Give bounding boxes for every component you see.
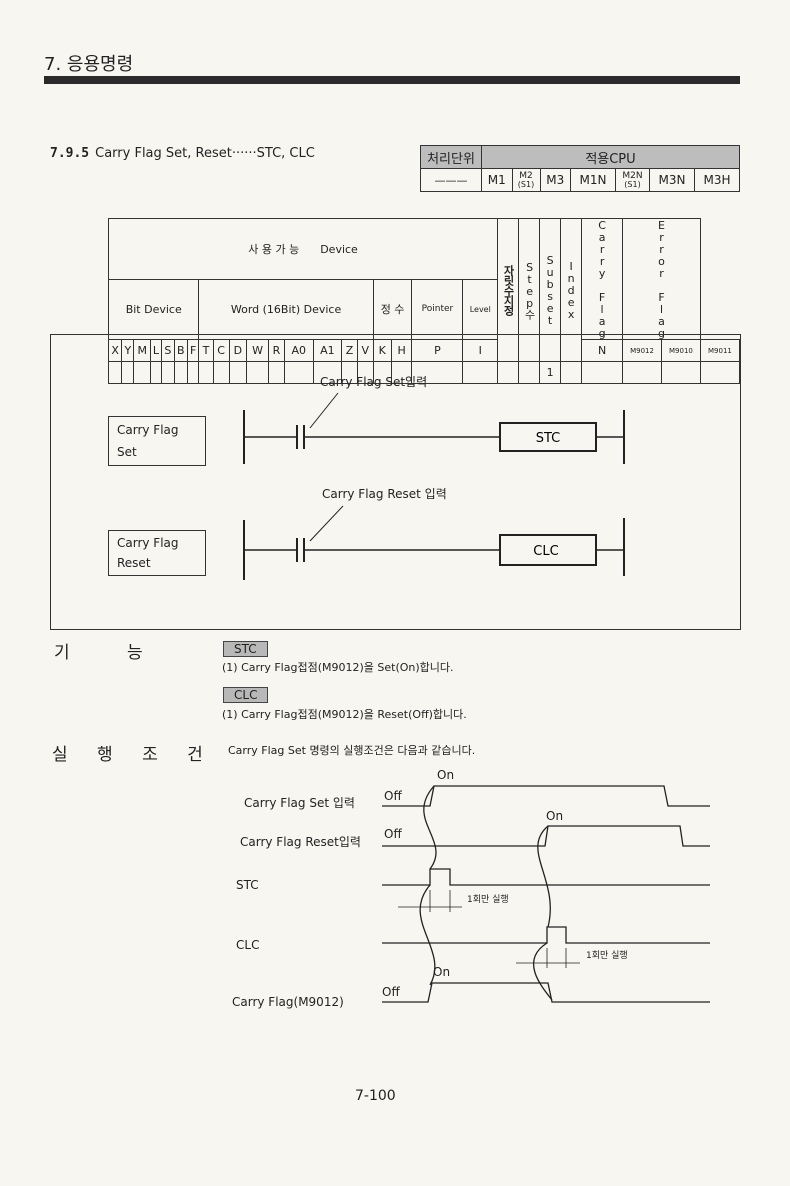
- cpu-name: M2N: [622, 170, 643, 181]
- section-name: Carry Flag Set, Reset······STC, CLC: [95, 146, 315, 161]
- device-usage-cell: [267, 361, 285, 384]
- set-label-line1: Carry Flag: [117, 423, 179, 437]
- cpu-sub: (S1): [624, 179, 641, 189]
- cpu-sub: (S1): [517, 179, 535, 189]
- device-letter: S: [161, 339, 175, 362]
- carry-flag-header: Carry Flag: [581, 218, 624, 340]
- signal-stc-label: STC: [236, 878, 259, 892]
- reset-to-clc-curve: [537, 825, 551, 928]
- reset-label-line1: Carry Flag: [117, 536, 179, 550]
- carry-flag-waveform: [382, 982, 710, 1003]
- device-letter: M: [133, 339, 151, 362]
- device-usage-cell: [107, 361, 123, 384]
- stc-tag: STC: [223, 641, 268, 657]
- timing-chart: Carry Flag Set 입력 Carry Flag Reset입력 STC…: [232, 768, 710, 1009]
- device-usage-cell: [699, 361, 741, 384]
- set-label-box: Carry Flag Set: [108, 416, 206, 466]
- device-usage-cell: [186, 361, 200, 384]
- cpu-cell: M3: [539, 168, 572, 192]
- set-input-label: Carry Flag Set입력: [320, 375, 427, 389]
- cpu-cell: M3N: [649, 168, 695, 192]
- reset-input-waveform: [382, 825, 710, 847]
- clc-to-carry-curve: [532, 942, 553, 1001]
- condition-heading: 실 행 조 건: [52, 745, 215, 765]
- device-usage-cell: [581, 361, 624, 384]
- set-off-label: Off: [384, 789, 402, 803]
- stc-once-label: 1회만 실행: [467, 893, 509, 905]
- level-header: Level: [462, 278, 499, 340]
- ladder-diagram: Carry Flag Set입력 STC Carry Flag Reset 입력…: [243, 375, 625, 580]
- section-title: 7.9.5 Carry Flag Set, Reset······STC, CLC: [50, 146, 315, 161]
- clc-description: (1) Carry Flag접점(M9012)을 Reset(Off)합니다.: [222, 708, 467, 721]
- set-input-waveform: [382, 785, 710, 807]
- signal-set-label: Carry Flag Set 입력: [244, 796, 355, 810]
- device-label: Device: [320, 242, 358, 256]
- signal-carry-label: Carry Flag(M9012): [232, 995, 344, 1009]
- device-usage-cell: [411, 361, 464, 384]
- digit-spec-header: 자릿수지정: [497, 218, 520, 362]
- carry-on-label: On: [433, 965, 450, 979]
- device-usage-cell: [228, 361, 248, 384]
- device-usage-cell: [372, 361, 392, 384]
- unit-value: ———: [420, 168, 482, 192]
- device-usage-cell: [198, 361, 214, 384]
- stc-to-carry-curve: [419, 884, 436, 986]
- bit-device-header: Bit Device: [107, 278, 200, 340]
- reset-input-arrow: [309, 505, 344, 542]
- usable-device-header: 사 용 가 능 Device: [107, 218, 499, 280]
- reset-input-label: Carry Flag Reset 입력: [322, 487, 447, 501]
- error-flag-header: Error Flag: [622, 218, 701, 340]
- set-on-label: On: [437, 768, 454, 782]
- usable-label: 사 용 가 능: [248, 242, 300, 256]
- cpu-cell: M2(S1): [511, 168, 541, 192]
- signal-clc-label: CLC: [236, 938, 259, 952]
- ladder-frame: [50, 334, 741, 630]
- cpu-name: M2: [519, 170, 533, 181]
- header-rule: [44, 76, 740, 84]
- pointer-header: Pointer: [411, 278, 464, 340]
- reset-on-label: On: [546, 809, 563, 823]
- clc-once-label: 1회만 실행: [586, 949, 628, 961]
- page-number: 7-100: [355, 1088, 396, 1104]
- section-number: 7.9.5: [50, 146, 90, 161]
- stc-waveform: [382, 868, 710, 886]
- device-usage-cell: [133, 361, 151, 384]
- chapter-title: 7. 응용명령: [44, 54, 134, 75]
- device-usage-cell: [312, 361, 343, 384]
- clc-tag: CLC: [223, 687, 269, 703]
- reset-label-line2: Reset: [117, 556, 151, 570]
- clc-waveform: [382, 926, 710, 944]
- unit-header: 처리단위: [420, 145, 482, 169]
- set-label-line2: Set: [117, 445, 137, 459]
- cpu-cell: M3H: [693, 168, 741, 192]
- cpu-cell: M1N: [570, 168, 616, 192]
- condition-description: Carry Flag Set 명령의 실행조건은 다음과 같습니다.: [228, 744, 476, 757]
- clc-instruction: CLC: [533, 544, 558, 559]
- step-header: Step수: [518, 218, 541, 362]
- reset-off-label: Off: [384, 827, 402, 841]
- stc-instruction: STC: [536, 431, 561, 446]
- reset-label-box: Carry Flag Reset: [108, 530, 206, 576]
- stc-description: (1) Carry Flag접점(M9012)을 Set(On)합니다.: [222, 661, 454, 674]
- function-heading: 기 능: [54, 643, 169, 663]
- set-to-stc-curve: [423, 785, 437, 870]
- signal-reset-label: Carry Flag Reset입력: [240, 835, 361, 849]
- device-usage-cell: [161, 361, 175, 384]
- cpu-cell: M1: [481, 168, 513, 192]
- cpu-cell: M2N(S1): [614, 168, 651, 192]
- carry-off-label: Off: [382, 985, 400, 999]
- set-input-arrow: [309, 392, 339, 429]
- device-table: 사 용 가 능 Device 자릿수지정 Step수 Subset Index …: [107, 218, 741, 384]
- constant-header: 정 수: [372, 278, 413, 340]
- apply-cpu-header: 적용CPU: [481, 145, 740, 169]
